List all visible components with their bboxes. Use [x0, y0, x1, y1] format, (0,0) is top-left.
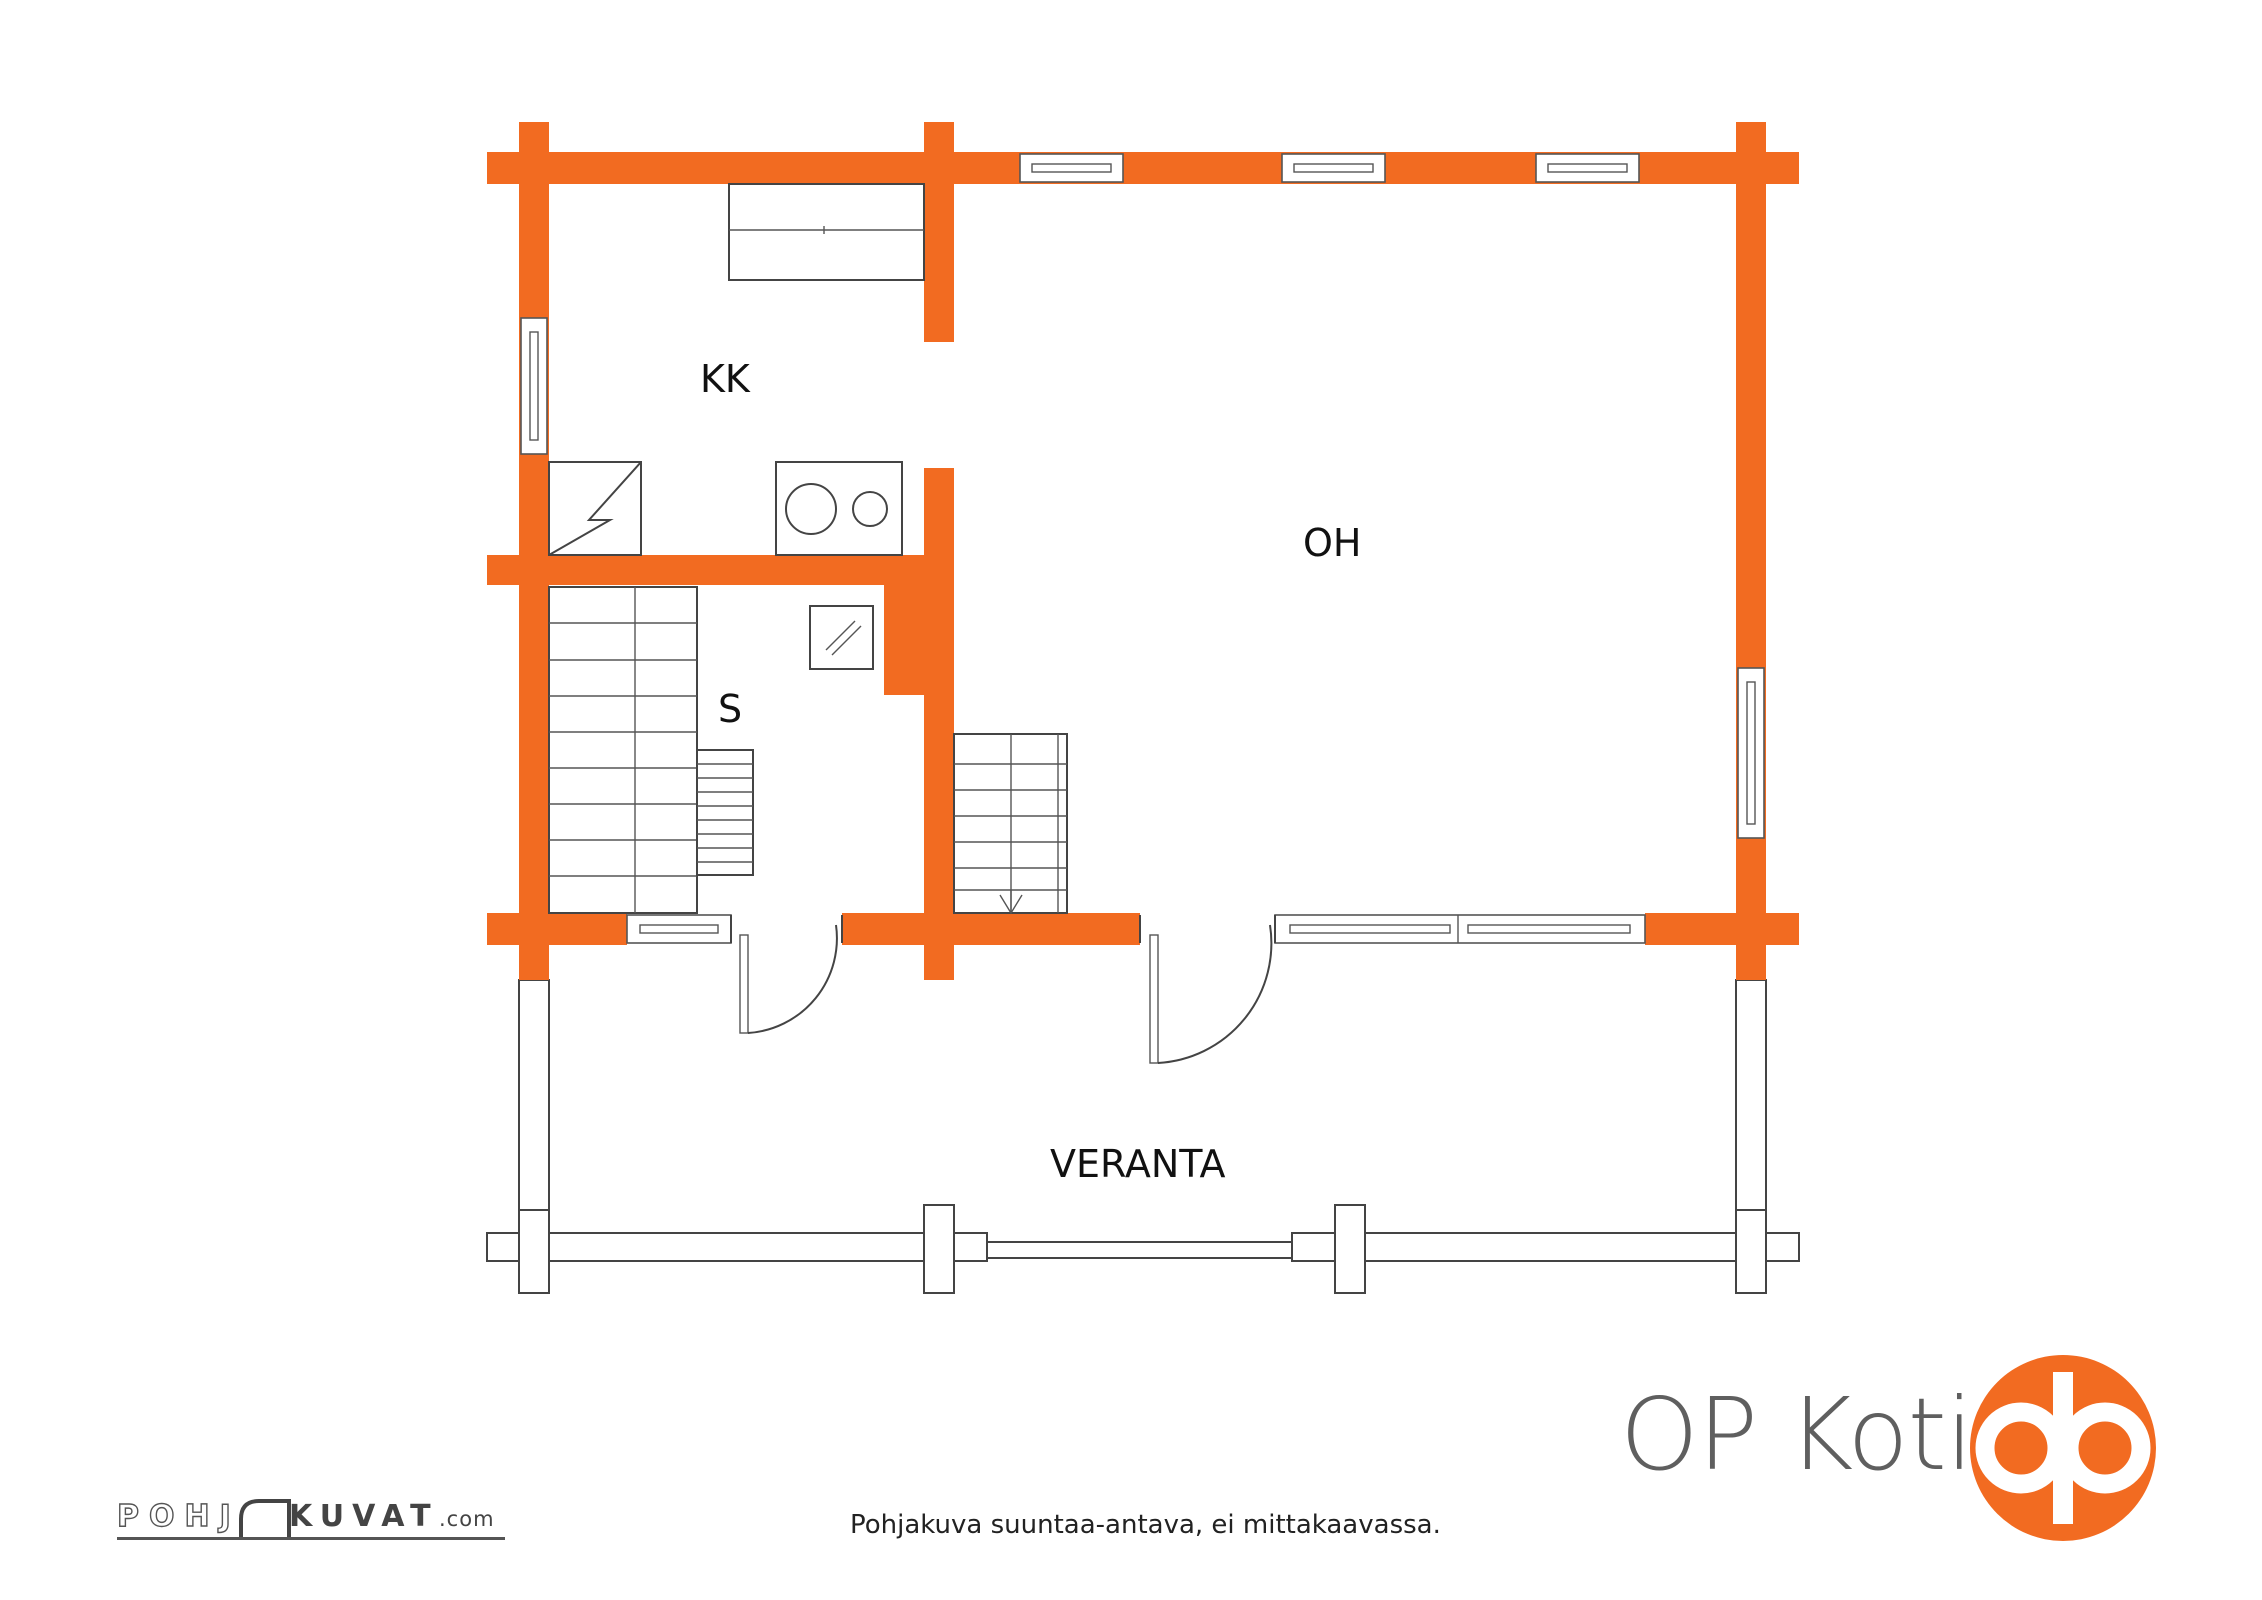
pohjakuvat-logo-right: KUVAT: [289, 1499, 439, 1534]
fixtures: [548, 183, 1068, 915]
bench-slats: [549, 622, 697, 877]
logo-underline: [117, 1537, 505, 1540]
windows: [520, 153, 1765, 944]
room-label-kk: KK: [700, 357, 751, 401]
pohjakuvat-logo-suffix: .com: [439, 1507, 495, 1531]
op-logo: [1970, 1355, 2156, 1541]
veranda-structure: [486, 979, 1800, 1294]
pohjakuvat-logo-left: POHJ: [116, 1498, 241, 1534]
brand-name: OP Koti: [1620, 1376, 1974, 1493]
roof-icon: [239, 1499, 291, 1537]
walls: [487, 122, 1799, 980]
doors: [730, 915, 1276, 1064]
room-label-veranta: VERANTA: [1050, 1142, 1226, 1186]
room-label-s: S: [718, 687, 742, 731]
pohjakuvat-logo: POHJ KUVAT .com: [116, 1493, 507, 1543]
room-label-oh: OH: [1303, 521, 1361, 565]
disclaimer-text: Pohjakuva suuntaa-antava, ei mittakaavas…: [850, 1510, 1441, 1540]
